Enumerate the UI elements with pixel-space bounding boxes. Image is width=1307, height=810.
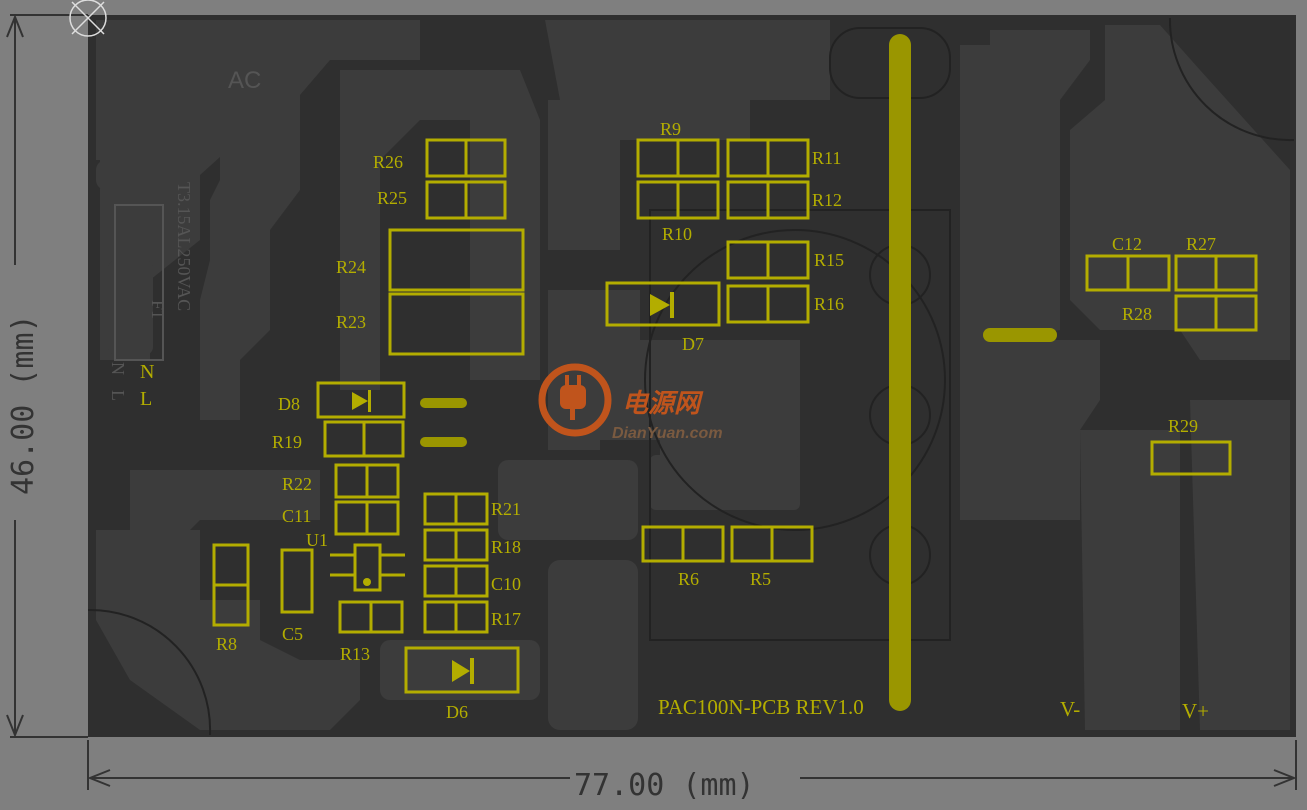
label-R5: R5 (750, 569, 771, 589)
board-name-text: PAC100N-PCB REV1.0 (658, 695, 864, 719)
label-R21: R21 (491, 499, 521, 519)
origin-target-icon (69, 0, 107, 37)
fuse-rating-text: T3.15AL250VAC (174, 182, 194, 311)
watermark-logo (538, 363, 612, 437)
label-R18: R18 (491, 537, 521, 557)
label-C10: C10 (491, 574, 521, 594)
input-n-label: N (140, 361, 154, 383)
output-plus-label: V+ (1182, 699, 1209, 723)
label-R8: R8 (216, 634, 237, 654)
copper-pours (96, 20, 1290, 730)
label-D6: D6 (446, 702, 468, 722)
diode-symbols (352, 292, 674, 684)
label-D8: D8 (278, 394, 300, 414)
label-C12: C12 (1112, 234, 1142, 254)
silkscreen-outlines (212, 138, 1258, 694)
label-R25: R25 (377, 188, 407, 208)
label-R19: R19 (272, 432, 302, 452)
fuse-outline (114, 204, 164, 361)
label-R24: R24 (336, 257, 366, 277)
fuse-n-text: N (108, 362, 128, 375)
fuse-ref-text: F1 (148, 300, 168, 319)
input-ac-label: AC (228, 67, 261, 94)
label-R28: R28 (1122, 304, 1152, 324)
label-R6: R6 (678, 569, 699, 589)
width-dimension-label: 77.00 (mm) (574, 768, 755, 803)
label-U1: U1 (306, 530, 328, 550)
label-D7: D7 (682, 334, 704, 354)
u1-pin1-dot (363, 578, 371, 586)
label-R10: R10 (662, 224, 692, 244)
label-C11: C11 (282, 506, 311, 526)
label-R29: R29 (1168, 416, 1198, 436)
label-R23: R23 (336, 312, 366, 332)
label-R16: R16 (814, 294, 844, 314)
watermark-en-text: DianYuan.com (612, 425, 723, 442)
label-R27: R27 (1186, 234, 1216, 254)
height-dimension-label: 46.00 (mm) (6, 314, 41, 495)
label-R11: R11 (812, 148, 841, 168)
fuse-l-text: L (108, 390, 128, 401)
label-R9: R9 (660, 119, 681, 139)
output-minus-label: V- (1060, 697, 1080, 721)
label-R22: R22 (282, 474, 312, 494)
label-R17: R17 (491, 609, 521, 629)
input-l-label: L (140, 388, 152, 410)
silkscreen-labels: R26 R25 R24 R23 R9 R11 R10 R12 R15 R16 D… (108, 67, 1216, 723)
label-R12: R12 (812, 190, 842, 210)
label-R13: R13 (340, 644, 370, 664)
dimension-lines (6, 14, 1297, 790)
label-R15: R15 (814, 250, 844, 270)
mounting-arcs (87, 17, 1295, 736)
label-R26: R26 (373, 152, 403, 172)
watermark-cn-text: 电源网 (622, 389, 704, 419)
label-C5: C5 (282, 624, 303, 644)
